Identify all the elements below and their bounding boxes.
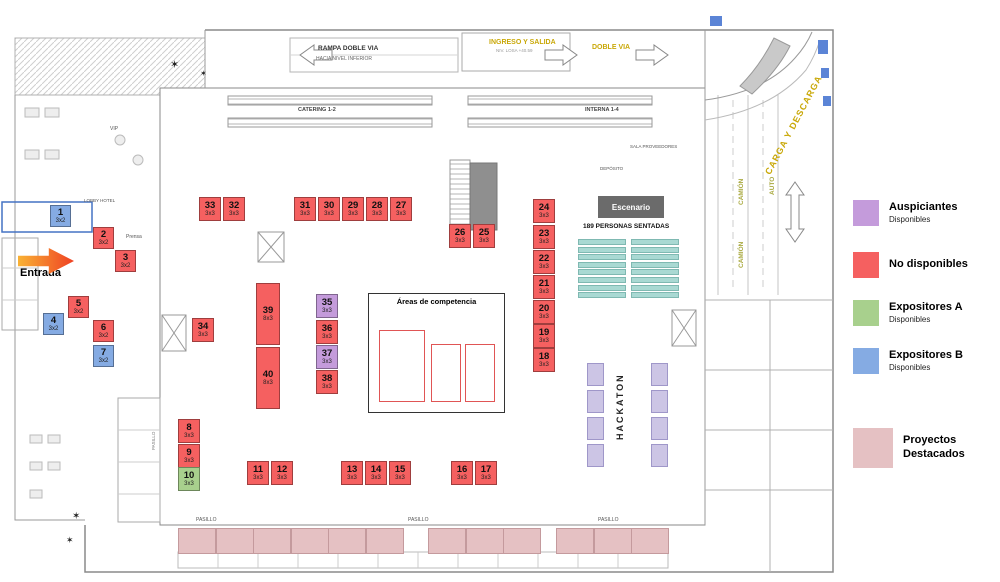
entrance-label: Entrada bbox=[20, 267, 61, 279]
competition-areas-box: Áreas de competencia bbox=[368, 293, 505, 413]
project-stand[interactable] bbox=[290, 528, 329, 554]
competition-areas-title: Áreas de competencia bbox=[396, 297, 477, 306]
stage-escenario: Escenario bbox=[598, 196, 664, 218]
legend-item-no_disponibles: No disponibles bbox=[853, 252, 968, 278]
legend-swatch-expositores_a bbox=[853, 300, 879, 326]
legend-swatch-proyectos bbox=[853, 428, 893, 468]
stage-escenario-label: Escenario bbox=[611, 202, 651, 212]
legend-swatch-auspiciantes bbox=[853, 200, 879, 226]
project-stand[interactable] bbox=[365, 528, 404, 554]
project-stand[interactable] bbox=[593, 528, 632, 554]
legend-swatch-expositores_b bbox=[853, 348, 879, 374]
project-stand[interactable] bbox=[178, 528, 216, 554]
project-stand[interactable] bbox=[328, 528, 366, 554]
project-stand[interactable] bbox=[503, 528, 541, 554]
project-stand[interactable] bbox=[556, 528, 594, 554]
legend-swatch-no_disponibles bbox=[853, 252, 879, 278]
project-stand[interactable] bbox=[631, 528, 669, 554]
project-stand[interactable] bbox=[215, 528, 254, 554]
competition-area-outline bbox=[379, 330, 425, 402]
legend-label-no_disponibles: No disponibles bbox=[889, 258, 968, 271]
entrance-marker: Entrada bbox=[18, 248, 74, 279]
competition-area-outline bbox=[431, 344, 461, 402]
competition-area-outline bbox=[465, 344, 495, 402]
